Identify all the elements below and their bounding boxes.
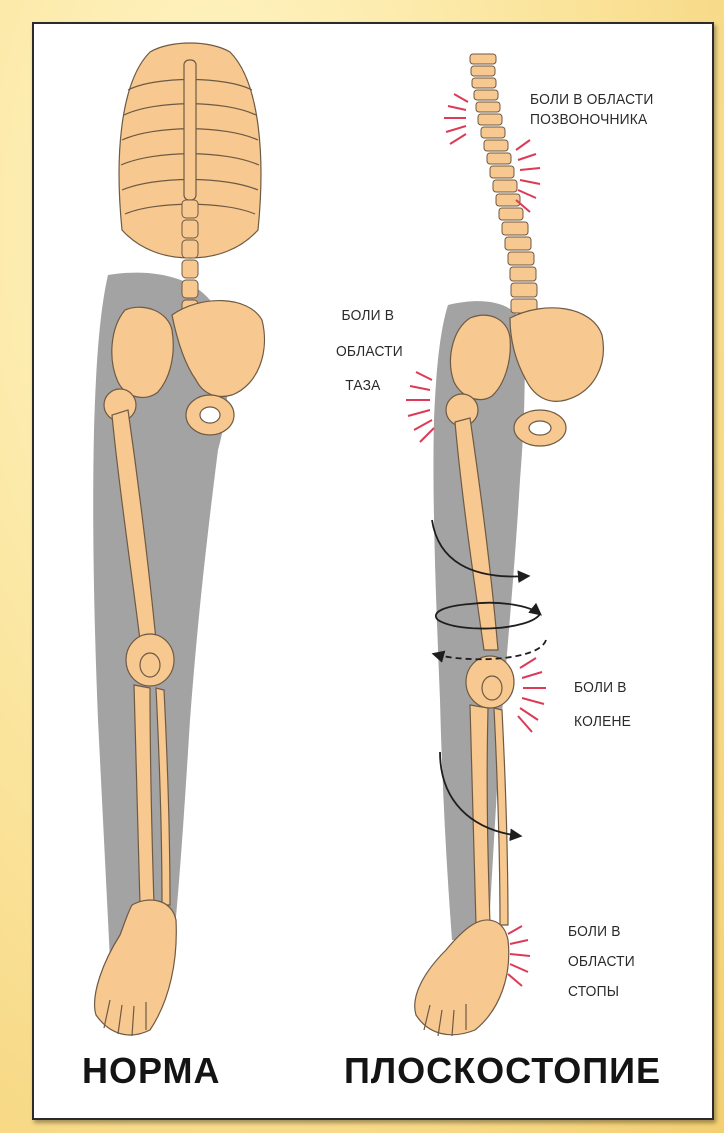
annotation-knee: БОЛИ В КОЛЕНЕ	[574, 678, 631, 732]
pain-mark-pelvis	[406, 372, 434, 442]
pain-mark-spine-left	[444, 94, 468, 144]
annotation-spine-line-1: БОЛИ В ОБЛАСТИ	[530, 90, 654, 110]
caption-normal: НОРМА	[82, 1050, 221, 1092]
caption-flat-feet: ПЛОСКОСТОПИЕ	[344, 1050, 661, 1092]
annotation-spine-line-2: ПОЗВОНОЧНИКА	[530, 110, 654, 130]
annotation-pelvis-line-1: БОЛИ В	[336, 306, 403, 326]
flatfoot-spine	[470, 54, 537, 313]
annotation-pelvis-line-2: ОБЛАСТИ	[336, 342, 403, 362]
annotation-foot-line-2: ОБЛАСТИ	[568, 952, 635, 972]
annotation-foot-line-1: БОЛИ В	[568, 922, 635, 942]
flatfoot-skeleton	[406, 54, 603, 1036]
pain-mark-foot	[508, 926, 530, 986]
annotation-knee-line-1: БОЛИ В	[574, 678, 631, 698]
annotation-knee-line-2: КОЛЕНЕ	[574, 712, 631, 732]
annotation-pelvis: БОЛИ В ОБЛАСТИ ТАЗА	[336, 306, 403, 396]
pain-mark-knee	[518, 658, 546, 732]
annotation-pelvis-line-3: ТАЗА	[336, 376, 403, 396]
annotation-foot: БОЛИ В ОБЛАСТИ СТОПЫ	[568, 922, 635, 1002]
annotation-foot-line-3: СТОПЫ	[568, 982, 635, 1002]
annotation-spine: БОЛИ В ОБЛАСТИ ПОЗВОНОЧНИКА	[530, 90, 654, 130]
normal-skeleton	[93, 43, 264, 1036]
normal-spine	[182, 200, 198, 318]
